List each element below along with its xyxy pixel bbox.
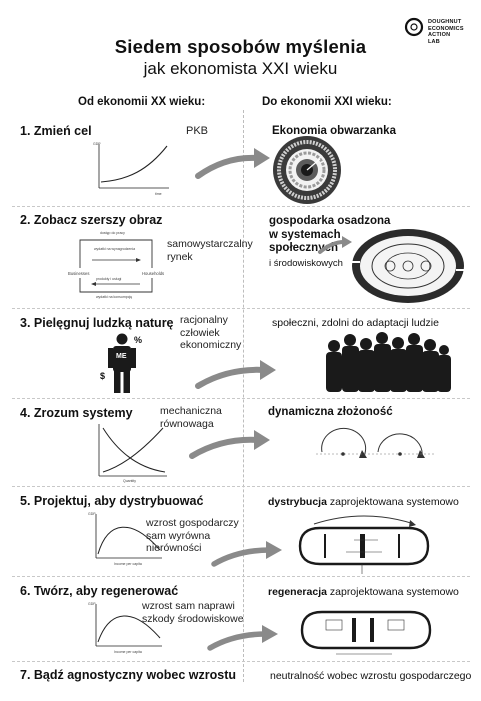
arrow-icon	[211, 541, 282, 567]
step-3-heading: 3. Pielęgnuj ludzką naturę	[20, 316, 174, 330]
axis-label-time: time	[155, 192, 162, 196]
economic-man-icon: ME % $	[100, 333, 142, 393]
kuznets-curve-chart: GDP Income per capita	[88, 512, 162, 566]
svg-text:dostęp do pracy: dostęp do pracy	[100, 231, 125, 235]
axis-label-gdp: GDP	[88, 512, 96, 516]
axis-label-quantity: Quantity	[123, 479, 136, 483]
step-6-new-label: regeneracja zaprojektowana systemowo	[268, 586, 459, 598]
crowd-of-people-icon	[326, 332, 451, 392]
step-5-heading: 5. Projektuj, aby dystrybuować	[20, 494, 204, 508]
step-4-new-label: dynamiczna złożoność	[268, 406, 393, 418]
axis-label-gdp: GDP	[88, 602, 96, 606]
supply-demand-chart: Quantity	[98, 424, 167, 483]
arrow-icon	[195, 148, 270, 179]
svg-text:produkty i usługi: produkty i usługi	[96, 277, 122, 281]
step-4-heading: 4. Zrozum systemy	[20, 406, 133, 420]
column-heading-right: Do ekonomii XXI wieku:	[262, 96, 392, 108]
step-3-old-label: racjonalny człowiek ekonomiczny	[180, 314, 242, 351]
step-6-heading: 6. Twórz, aby regenerować	[20, 584, 179, 598]
page-subtitle: jak ekonomista XXI wieku	[143, 59, 338, 78]
circular-flow-diagram: dostęp do pracy wydatki na wynagrodzenia…	[68, 231, 164, 299]
svg-text:Households: Households	[142, 271, 164, 276]
separator	[12, 206, 470, 207]
embedded-economy-diagram	[352, 229, 464, 303]
gdp-growth-chart: GDP time	[93, 142, 169, 196]
step-7-heading: 7. Bądź agnostyczny wobec wzrostu	[20, 668, 237, 682]
arrow-icon	[189, 430, 270, 459]
separator	[12, 398, 470, 399]
step-1-new-label: Ekonomia obwarzanka	[272, 125, 396, 137]
column-divider	[243, 110, 244, 682]
arrow-icon	[195, 360, 276, 389]
separator	[12, 486, 470, 487]
separator	[12, 576, 470, 577]
arrow-icon	[318, 236, 352, 254]
doughnut-economics-logo: DOUGHNUT ECONOMICS ACTION LAB	[404, 17, 474, 47]
separator	[12, 661, 470, 662]
separator	[12, 308, 470, 309]
arrow-icon	[207, 625, 278, 651]
page-title: Siedem sposobów myślenia	[114, 36, 367, 57]
axis-label-income: Income per capita	[114, 562, 142, 566]
percent-sign: %	[134, 335, 142, 345]
step-5-old-label: wzrost gospodarczy sam wyrówna nierównoś…	[146, 517, 239, 554]
distributive-design-diagram	[298, 515, 430, 574]
environmental-kuznets-chart: GDP Income per capita	[88, 602, 162, 654]
doughnut-icon	[273, 136, 341, 204]
step-1-heading: 1. Zmień cel	[20, 124, 92, 138]
step-1-old-label: PKB	[186, 125, 209, 137]
step-6-old-label: wzrost sam naprawi szkody środowiskowe	[142, 600, 244, 625]
step-2-heading: 2. Zobacz szerszy obraz	[20, 213, 163, 227]
column-heading-left: Od ekonomii XX wieku:	[78, 96, 206, 108]
step-2-new-label-line4: i środowiskowych	[269, 258, 343, 269]
regenerative-design-diagram	[300, 610, 432, 655]
logo-text: DOUGHNUT ECONOMICS ACTION LAB	[428, 19, 464, 45]
step-2-old-label: samowystarczalny rynek	[167, 238, 253, 263]
svg-text:wydatki na wynagrodzenia: wydatki na wynagrodzenia	[94, 247, 135, 251]
step-7-new-label: neutralność wobec wzrostu gospodarczego	[270, 670, 472, 682]
logo-ring-icon	[404, 17, 424, 37]
svg-text:Businesses: Businesses	[68, 271, 89, 276]
svg-text:wydatki na konsumpcję: wydatki na konsumpcję	[96, 295, 132, 299]
feedback-loops-diagram	[316, 427, 436, 458]
figure-label: ME	[116, 353, 127, 360]
step-3-new-label: społeczni, zdolni do adaptacji ludzie	[272, 317, 439, 329]
step-5-new-label: dystrybucja zaprojektowana systemowo	[268, 496, 459, 508]
axis-label-gdp: GDP	[93, 142, 101, 146]
step-4-old-label: mechaniczna równowaga	[160, 405, 222, 430]
axis-label-income: Income per capita	[114, 650, 142, 654]
dollar-sign: $	[100, 371, 105, 381]
